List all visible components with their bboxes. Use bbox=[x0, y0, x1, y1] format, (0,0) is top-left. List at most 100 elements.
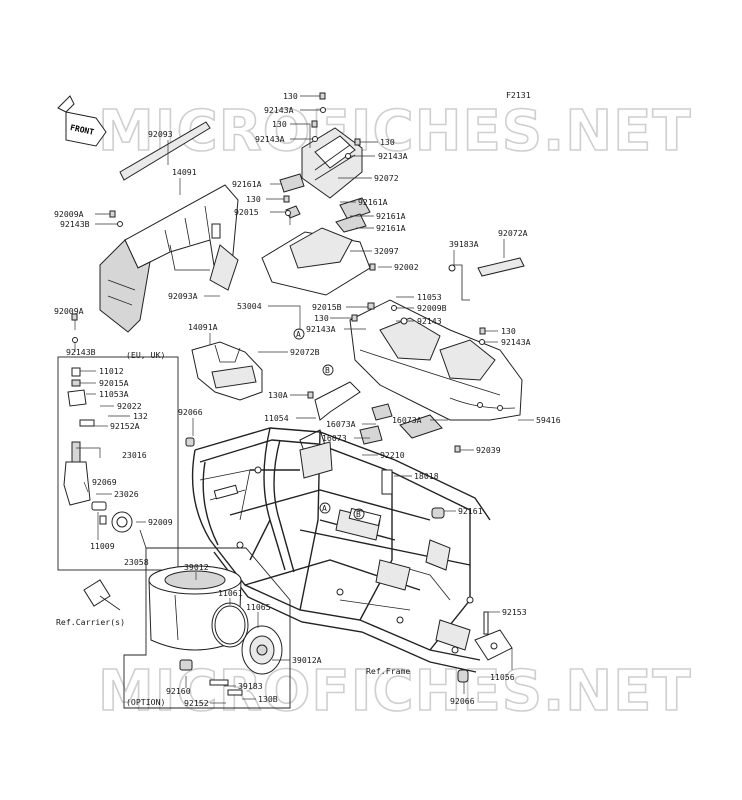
marker-a-top: A bbox=[293, 328, 305, 340]
eu-uk-parts bbox=[63, 367, 147, 549]
part-32097-tray bbox=[261, 173, 371, 296]
label-39012: 39012 bbox=[184, 562, 209, 572]
label-130-f: 130 bbox=[501, 326, 516, 336]
figure-code: F2131 bbox=[506, 90, 531, 100]
label-92072A: 92072A bbox=[498, 228, 528, 238]
label-11053: 11053 bbox=[417, 292, 442, 302]
part-92072-plate bbox=[301, 127, 363, 199]
label-11054: 11054 bbox=[264, 413, 289, 423]
label-11061: 11061 bbox=[218, 588, 243, 598]
label-92143A-e: 92143A bbox=[306, 324, 336, 334]
label-130-b: 130 bbox=[272, 119, 287, 129]
label-130-c: 130 bbox=[380, 137, 395, 147]
label-11053A: 11053A bbox=[99, 389, 129, 399]
label-92161A-b: 92161A bbox=[358, 197, 388, 207]
label-92015B: 92015B bbox=[312, 302, 342, 312]
part-92093A-bar bbox=[209, 244, 239, 291]
label-53004: 53004 bbox=[237, 301, 262, 311]
main-frame bbox=[191, 427, 491, 673]
label-92161A-c: 92161A bbox=[376, 211, 406, 221]
front-arrow-icon: FRONT bbox=[57, 95, 107, 147]
part-92072A-strip bbox=[477, 257, 525, 277]
marker-b-frame: B bbox=[353, 508, 365, 520]
label-11012: 11012 bbox=[99, 366, 124, 376]
label-23058: 23058 bbox=[124, 557, 149, 567]
label-92143A-b: 92143A bbox=[255, 134, 285, 144]
part-11056-bracket bbox=[474, 611, 513, 661]
label-92009: 92009 bbox=[148, 517, 173, 527]
part-18018-bracket bbox=[381, 469, 393, 495]
label-92143A-c: 92143A bbox=[378, 151, 408, 161]
label-14091: 14091 bbox=[172, 167, 197, 177]
label-23016: 23016 bbox=[122, 450, 147, 460]
label-92072: 92072 bbox=[374, 173, 399, 183]
carrier-ref-bracket bbox=[83, 579, 121, 611]
svg-text:B: B bbox=[325, 366, 330, 375]
label-92009B: 92009B bbox=[417, 303, 447, 313]
label-130-d: 130 bbox=[246, 194, 261, 204]
label-18018: 18018 bbox=[414, 471, 439, 481]
label-92066-a: 92066 bbox=[178, 407, 203, 417]
label-92160: 92160 bbox=[166, 686, 191, 696]
marker-a-frame: A bbox=[319, 502, 331, 514]
label-130A: 130A bbox=[268, 390, 288, 400]
label-32097: 32097 bbox=[374, 246, 399, 256]
label-16073A-a: 16073A bbox=[326, 419, 356, 429]
ref-frame: Ref.Frame bbox=[366, 666, 410, 676]
part-92161-cap bbox=[431, 507, 445, 519]
watermark-bottom: MICROFICHES.NET bbox=[98, 659, 692, 724]
label-11009: 11009 bbox=[90, 541, 115, 551]
part-14091-cover bbox=[99, 184, 239, 333]
label-92093A: 92093A bbox=[168, 291, 198, 301]
part-14091A-cover bbox=[191, 341, 263, 401]
label-92009A-a: 92009A bbox=[54, 209, 84, 219]
part-92066-grommet-upper bbox=[185, 437, 195, 447]
label-23026: 23026 bbox=[114, 489, 139, 499]
svg-text:B: B bbox=[356, 510, 361, 519]
label-92152: 92152 bbox=[184, 698, 209, 708]
svg-text:A: A bbox=[322, 504, 327, 513]
bolt-symbols bbox=[71, 92, 486, 453]
part-92093-bar bbox=[119, 121, 211, 181]
label-92143A-f: 92143A bbox=[501, 337, 531, 347]
label-92002: 92002 bbox=[394, 262, 419, 272]
label-16073A-b: 16073A bbox=[392, 415, 422, 425]
label-92152A: 92152A bbox=[110, 421, 140, 431]
option-parts bbox=[148, 565, 283, 696]
label-130B: 130B bbox=[258, 694, 278, 704]
label-14091A: 14091A bbox=[188, 322, 218, 332]
label-132: 132 bbox=[133, 411, 148, 421]
label-92161A-d: 92161A bbox=[376, 223, 406, 233]
part-59416-panel bbox=[349, 299, 523, 445]
label-92161: 92161 bbox=[458, 506, 483, 516]
svg-text:A: A bbox=[296, 330, 301, 339]
label-92069: 92069 bbox=[92, 477, 117, 487]
label-92022: 92022 bbox=[117, 401, 142, 411]
part-39183A-bracket bbox=[448, 264, 470, 301]
leader-lines bbox=[74, 95, 534, 704]
option-box bbox=[123, 547, 291, 709]
option-label: (OPTION) bbox=[126, 697, 165, 707]
label-92143B-a: 92143B bbox=[60, 219, 90, 229]
label-92015A: 92015A bbox=[99, 378, 129, 388]
eu-uk-label: (EU, UK) bbox=[126, 350, 165, 360]
label-11065: 11065 bbox=[246, 602, 271, 612]
marker-b-top: B bbox=[322, 364, 334, 376]
label-16073: 16073 bbox=[322, 433, 347, 443]
part-92066-grommet-lower bbox=[457, 669, 469, 683]
label-92066-b: 92066 bbox=[450, 696, 475, 706]
label-92153: 92153 bbox=[502, 607, 527, 617]
label-92161A-a: 92161A bbox=[232, 179, 262, 189]
ref-carrier: Ref.Carrier(s) bbox=[56, 617, 125, 627]
label-92039: 92039 bbox=[476, 445, 501, 455]
label-92143A-top: 92143A bbox=[264, 105, 294, 115]
label-130-top: 130 bbox=[283, 91, 298, 101]
label-92143B-b: 92143B bbox=[66, 347, 96, 357]
label-11056: 11056 bbox=[490, 672, 515, 682]
label-92009A-b: 92009A bbox=[54, 306, 84, 316]
label-59416: 59416 bbox=[536, 415, 561, 425]
label-92015: 92015 bbox=[234, 207, 259, 217]
label-39012A: 39012A bbox=[292, 655, 322, 665]
label-39183A: 39183A bbox=[449, 239, 479, 249]
